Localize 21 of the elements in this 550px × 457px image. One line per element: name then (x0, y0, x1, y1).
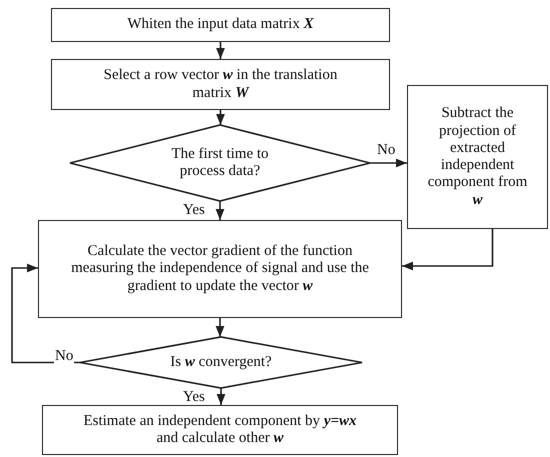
process-text: Subtract the projection of extracted independent component from w (426, 105, 528, 209)
process-box (51, 8, 390, 42)
arrow (216, 42, 225, 59)
arrow (216, 388, 226, 405)
process-box (51, 59, 390, 110)
process-box (42, 405, 398, 455)
decision-text: The first time to process data? (170, 146, 270, 180)
process-text: Estimate an independent component by y=wx and calculate other w (82, 412, 358, 448)
edge-label: No (54, 349, 74, 364)
arrow (216, 201, 224, 220)
process-box (38, 220, 402, 318)
process-box (407, 85, 548, 229)
process-text: Whiten the input data matrix X (127, 16, 314, 34)
arrow (216, 110, 225, 125)
process-text: Select a row vector w in the translation matrix W (102, 67, 338, 102)
arrow (402, 229, 494, 270)
arrow (370, 158, 407, 168)
decision-text: Is w convergent? (170, 354, 272, 372)
arrow (216, 318, 224, 337)
process-text: Calculate the vector gradient of the function measuring the independence of signal and use the gradient to update the vector w (70, 243, 370, 295)
arrow (11, 264, 80, 364)
